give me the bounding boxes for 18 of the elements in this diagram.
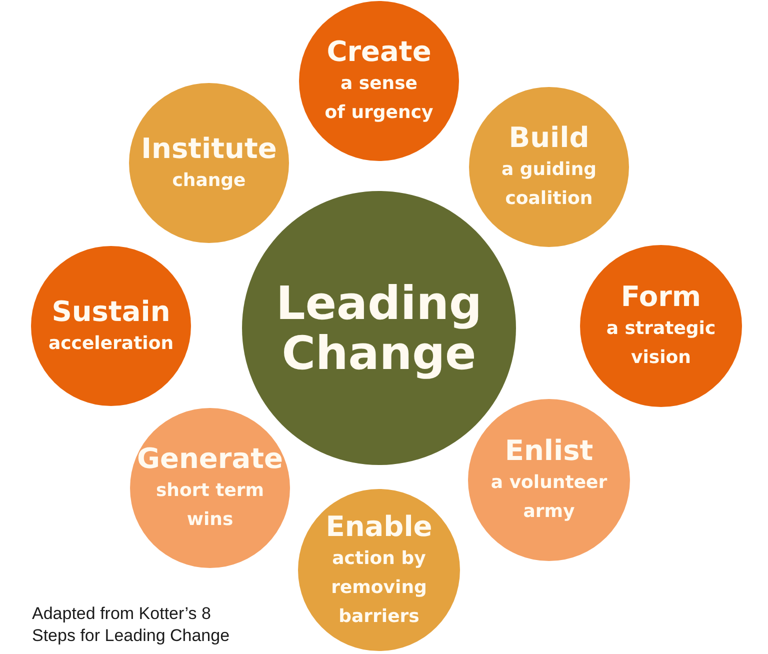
step-description: a guiding coalition <box>501 158 597 211</box>
step-description: action by removing barriers <box>331 546 427 628</box>
step-title: Enlist <box>504 434 594 468</box>
step-description: a sense of urgency <box>324 72 434 125</box>
step-title: Enable <box>326 510 432 544</box>
step-title: Build <box>508 121 590 155</box>
step-title: Generate <box>137 442 283 476</box>
step-title: Institute <box>141 132 277 166</box>
caption: Adapted from Kotter’s 8 Steps for Leading Change <box>32 603 230 647</box>
step-title: Form <box>620 280 702 314</box>
step-title: Sustain <box>52 294 170 328</box>
center-title: Leading Change <box>276 278 482 378</box>
step-description: short term wins <box>156 479 264 532</box>
step-description: a volunteer army <box>490 471 608 524</box>
step-description: a strategic vision <box>606 317 716 370</box>
step-description: acceleration <box>48 332 174 356</box>
step-description: change <box>172 168 246 192</box>
step-title: Create <box>326 35 432 69</box>
